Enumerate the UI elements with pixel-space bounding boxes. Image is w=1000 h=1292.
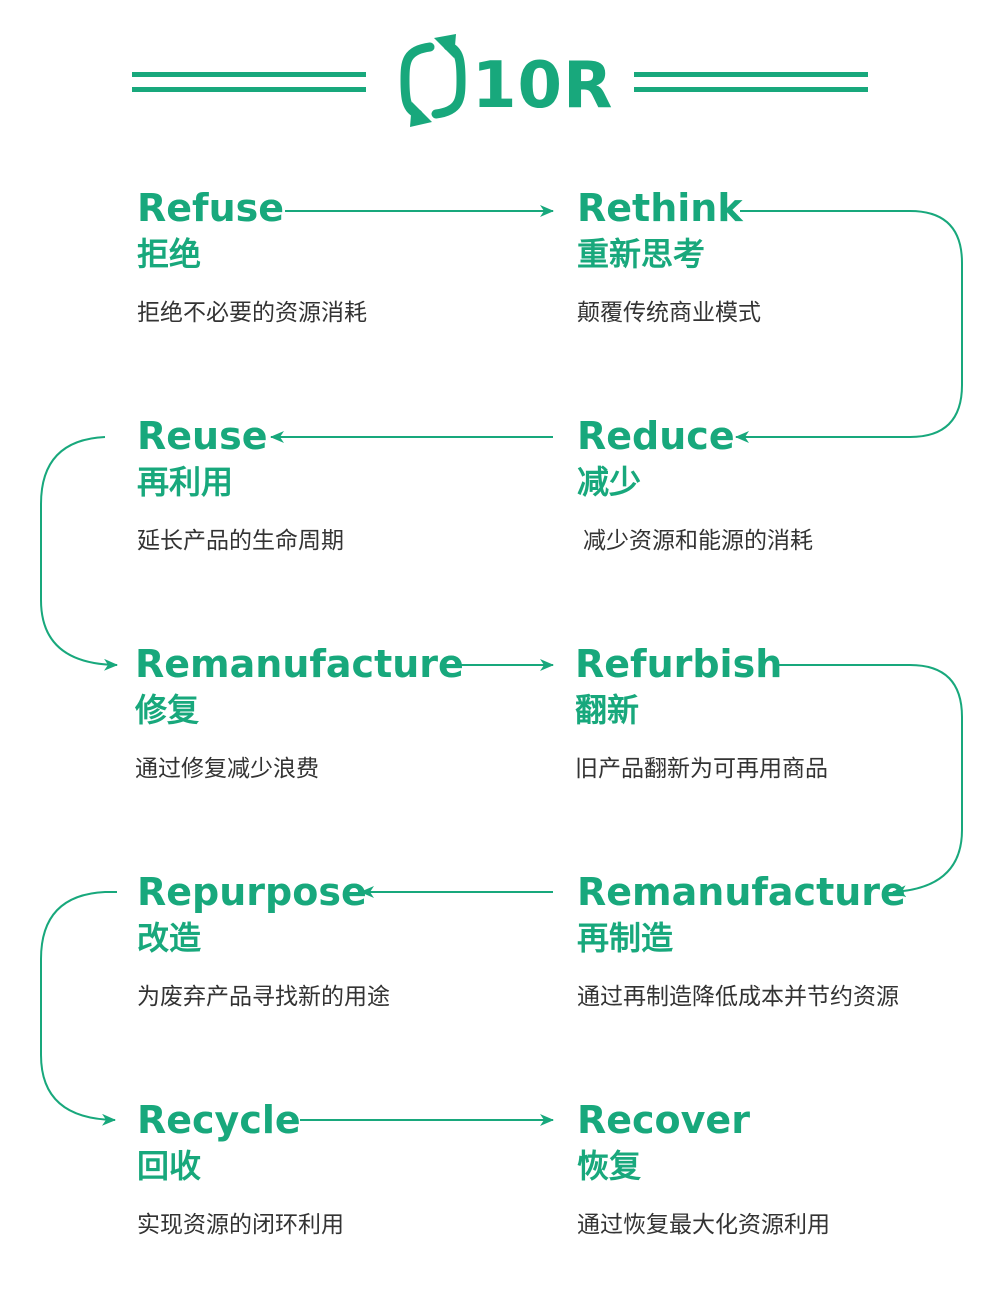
step-description: 颠覆传统商业模式 — [577, 300, 761, 326]
recycle-icon — [400, 34, 466, 127]
step-name-zh: 改造 — [137, 919, 202, 957]
arrow-reuse-remanufacture — [40, 436, 118, 671]
header-left-lines — [132, 72, 366, 92]
step-description: 通过恢复最大化资源利用 — [577, 1212, 830, 1238]
step-name-zh: 拒绝 — [137, 235, 202, 273]
step-description: 实现资源的闭环利用 — [137, 1212, 344, 1238]
arrow-refurbish-remanufacture — [776, 664, 963, 898]
step-name-en: Rethink — [577, 186, 743, 230]
header-right-lines — [634, 72, 868, 92]
step-name-en: Recover — [577, 1098, 750, 1142]
page-title: 10R — [472, 49, 614, 123]
step-name-en: Refurbish — [575, 642, 783, 686]
step-name-en: Remanufacture — [135, 642, 464, 686]
step-name-zh: 重新思考 — [577, 235, 706, 273]
step-name-en: Repurpose — [137, 870, 367, 914]
step-name-zh: 再利用 — [137, 463, 234, 501]
step-description: 延长产品的生命周期 — [137, 528, 344, 554]
step-name-en: Reduce — [577, 414, 735, 458]
arrows — [40, 205, 963, 1126]
arrow-repurpose-recycle — [40, 891, 117, 1126]
step-name-zh: 翻新 — [575, 691, 640, 729]
step-name-zh: 减少 — [577, 463, 642, 501]
step-name-en: Remanufacture — [577, 870, 906, 914]
step-name-zh: 修复 — [135, 691, 200, 729]
step-name-zh: 再制造 — [577, 919, 674, 957]
step-name-zh: 回收 — [137, 1147, 202, 1185]
step-name-zh: 恢复 — [577, 1147, 642, 1185]
step-name-en: Refuse — [137, 186, 285, 230]
step-name-en: Reuse — [137, 414, 268, 458]
arrow-rethink-reduce — [735, 210, 963, 443]
step-description: 为废弃产品寻找新的用途 — [137, 984, 390, 1010]
step-name-en: Recycle — [137, 1098, 301, 1142]
step-description: 减少资源和能源的消耗 — [583, 528, 813, 554]
step-description: 拒绝不必要的资源消耗 — [137, 300, 367, 326]
step-description: 通过修复减少浪费 — [135, 756, 319, 782]
step-description: 通过再制造降低成本并节约资源 — [577, 984, 899, 1010]
step-description: 旧产品翻新为可再用商品 — [575, 756, 828, 782]
